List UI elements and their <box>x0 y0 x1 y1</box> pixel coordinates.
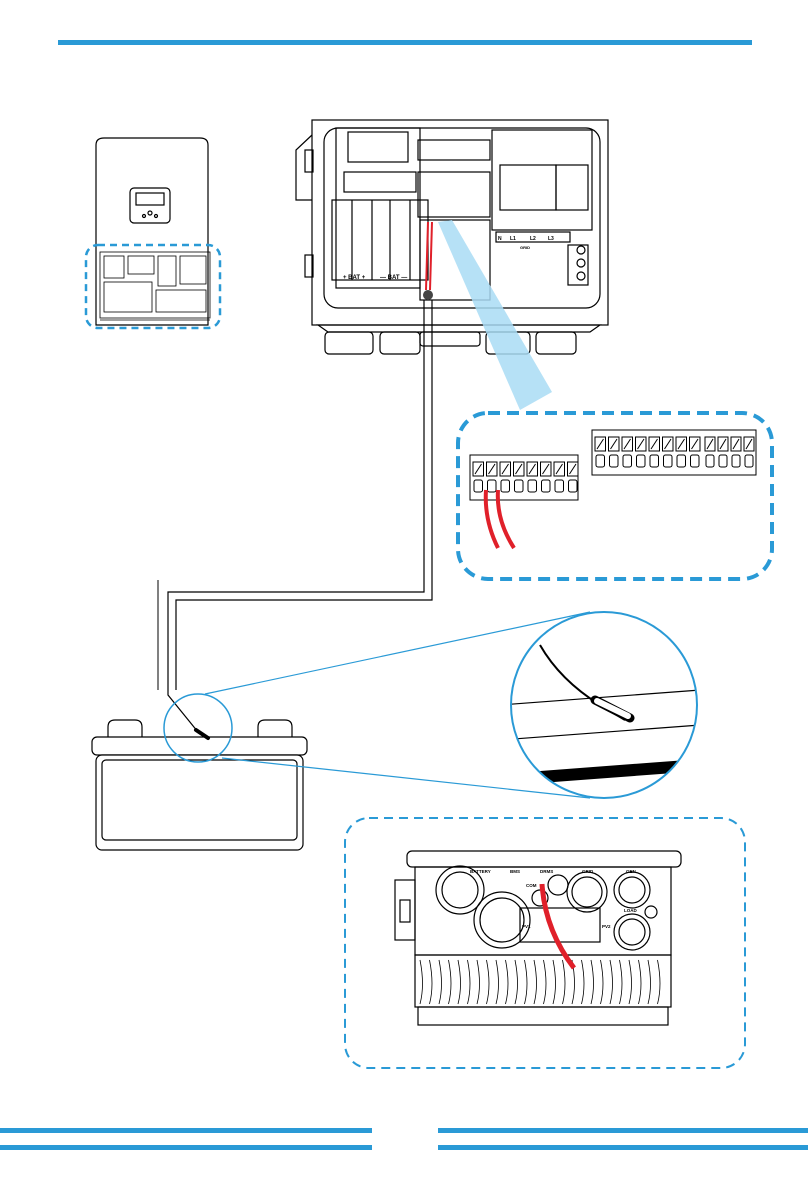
footer-bar-right-1 <box>438 1128 808 1133</box>
sensor-cable <box>168 300 424 732</box>
terminal-screws <box>473 437 754 492</box>
inverter-front-icon <box>86 138 220 328</box>
sensor-wires-red <box>486 490 514 548</box>
grid-label: GRID <box>520 245 530 250</box>
load-port-label: LOAD <box>624 908 637 913</box>
grid-terminal-l1: L1 <box>510 236 516 242</box>
footer-bar-left-2 <box>0 1145 372 1150</box>
sensor-closeup-icon <box>500 612 700 798</box>
bottom-view-callout <box>345 818 745 1068</box>
battery-port-label: BATTERY <box>470 869 491 874</box>
footer-bar-right-2 <box>438 1145 808 1150</box>
terminal-block-zoom-icon <box>458 413 772 579</box>
bms-port-label: BMS <box>510 869 520 874</box>
grid-terminal-l3: L3 <box>548 236 554 242</box>
bat-neg-label: — BAT — <box>380 275 407 281</box>
grid-port-label: GRID <box>582 869 594 874</box>
com-port-label: COM <box>526 883 537 888</box>
battery-icon <box>92 720 307 850</box>
grid-terminal-n: N <box>498 236 502 242</box>
footer-bar-left-1 <box>0 1128 372 1133</box>
header-bar <box>58 40 752 45</box>
drms-port-label: DRMS <box>540 869 553 874</box>
bat-pos-label: + BAT + <box>343 275 366 281</box>
gen-port-label: GEN <box>626 869 636 874</box>
inverter-bottom-view-icon <box>395 851 681 1025</box>
pv1-label: PV1 <box>522 924 531 929</box>
pv2-label: PV2 <box>602 924 611 929</box>
grid-terminal-l2: L2 <box>530 236 536 242</box>
